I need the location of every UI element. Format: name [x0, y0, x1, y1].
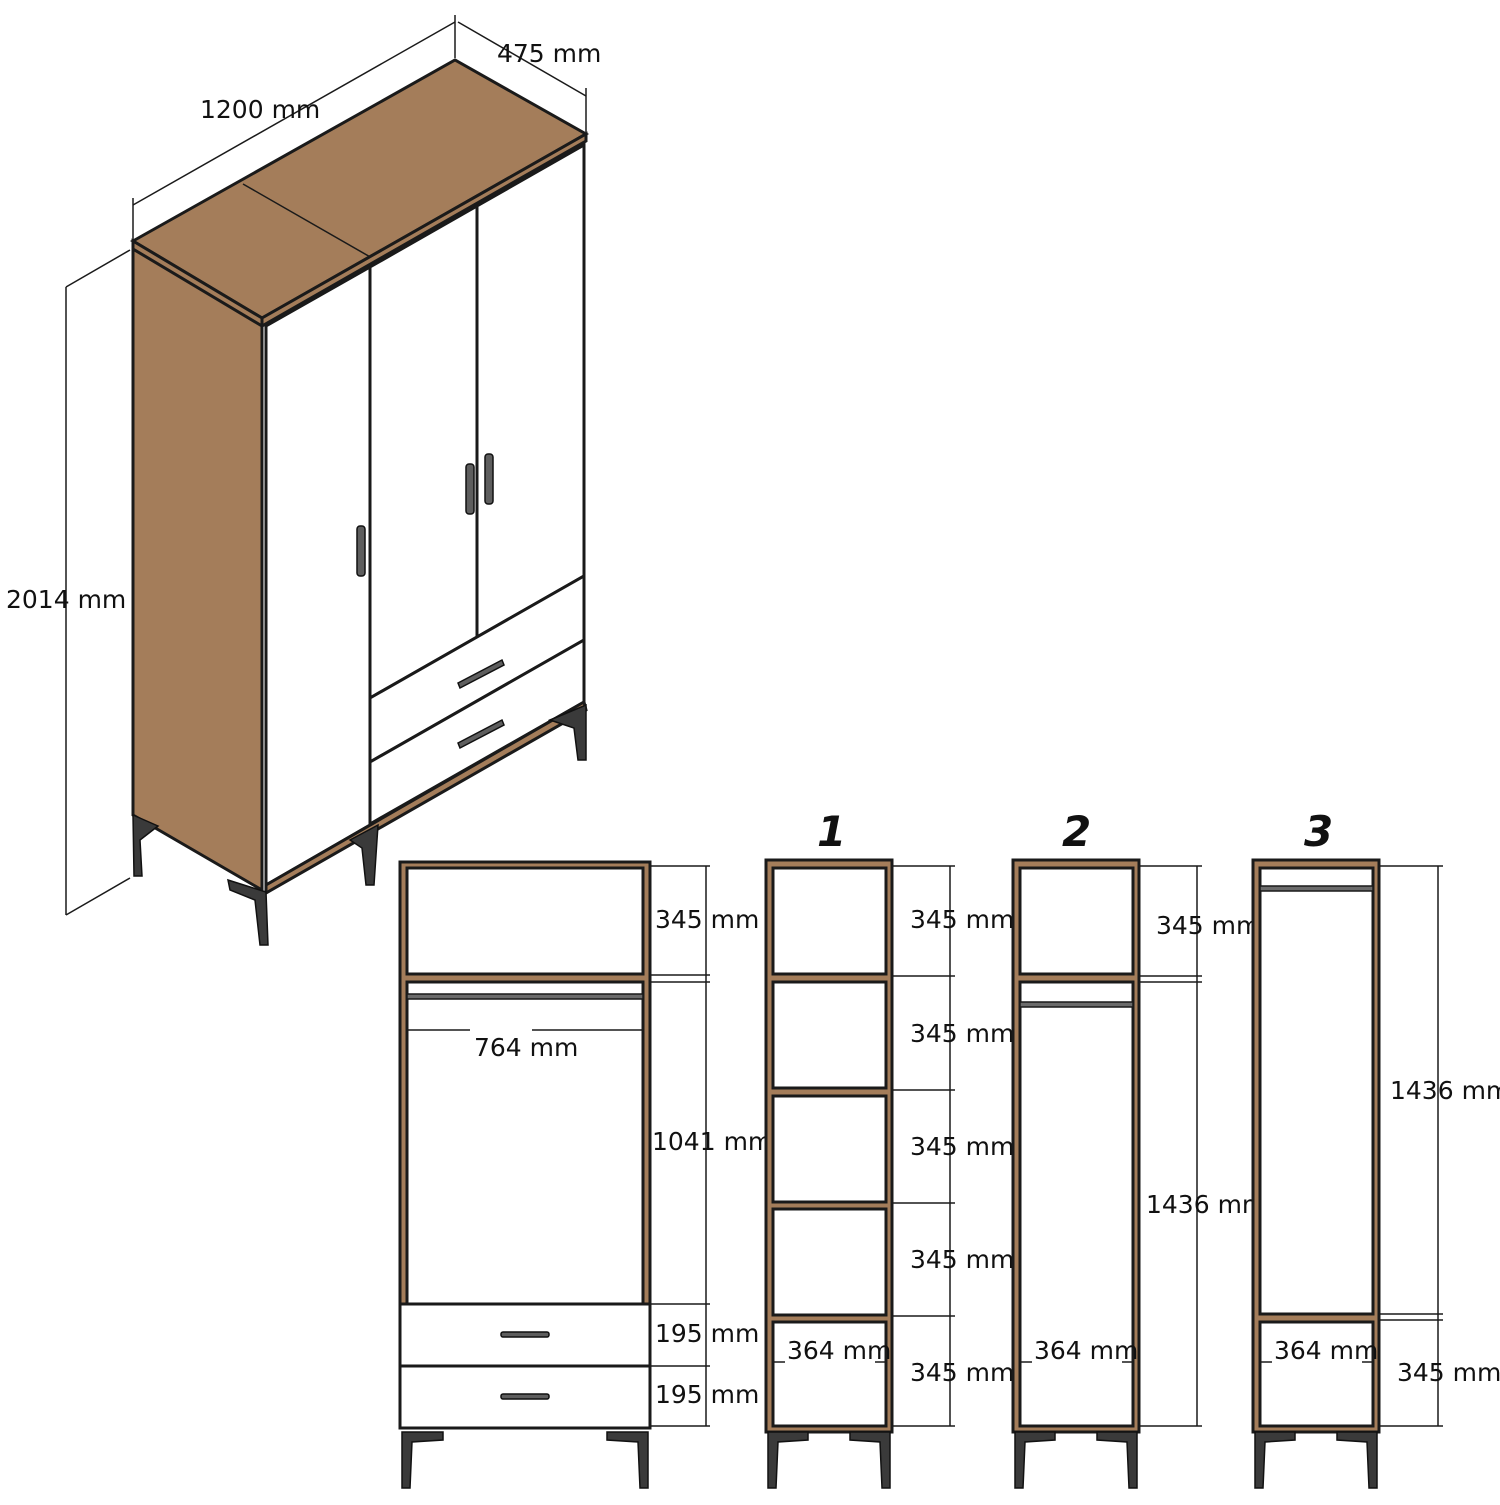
module-1-dim-1: 345 mm — [910, 905, 1014, 934]
front-lower-drawer-label: 195 mm — [655, 1380, 759, 1409]
front-hanging-label: 1041 mm — [652, 1127, 772, 1156]
module-1-dim-5: 345 mm — [910, 1358, 1014, 1387]
isometric-wardrobe — [130, 58, 590, 946]
module-3: 3 1436 mm 345 mm 364 mm — [1251, 807, 1500, 1489]
module-3-dim-1: 1436 mm — [1390, 1076, 1500, 1105]
front-rail-width-label: 764 mm — [474, 1033, 578, 1062]
module-2-number: 2 — [1062, 807, 1091, 856]
module-1-dim-4: 345 mm — [910, 1245, 1014, 1274]
module-2-dim-2: 1436 mm — [1146, 1190, 1266, 1219]
side-panel — [131, 245, 264, 893]
module-3-dim-2: 345 mm — [1397, 1358, 1500, 1387]
right-door-handle — [484, 453, 494, 505]
overall-height-label: 2014 mm — [6, 585, 126, 614]
middle-door-handle — [465, 463, 475, 515]
module-3-inner-width: 364 mm — [1274, 1336, 1378, 1365]
leg-front-left — [227, 878, 269, 946]
module-1-dim-3: 345 mm — [910, 1132, 1014, 1161]
middle-door — [368, 203, 479, 701]
front-elevation: 345 mm 764 mm 1041 mm 195 mm 195 mm — [398, 860, 772, 1489]
left-door — [264, 264, 372, 888]
right-door — [475, 142, 586, 640]
leg-front-right — [547, 703, 587, 761]
module-2: 2 345 mm 1436 mm 364 mm — [1011, 807, 1266, 1489]
module-3-number: 3 — [1304, 807, 1333, 856]
upper-drawer-handle — [457, 658, 505, 690]
module-2-dim-1: 345 mm — [1156, 911, 1260, 940]
front-top-compartment-label: 345 mm — [655, 905, 759, 934]
front-upper-drawer-label: 195 mm — [655, 1319, 759, 1348]
overall-dimensions: 1200 mm 475 mm 2014 mm — [6, 15, 601, 916]
leg-front-mid — [348, 823, 379, 886]
overall-width-label: 1200 mm — [200, 95, 320, 124]
module-1-inner-width: 364 mm — [787, 1336, 891, 1365]
module-1-number: 1 — [817, 807, 846, 856]
module-1-dim-2: 345 mm — [910, 1019, 1014, 1048]
lower-drawer-handle — [457, 718, 505, 750]
leg-back-left — [132, 813, 160, 877]
module-2-inner-width: 364 mm — [1034, 1336, 1138, 1365]
hanging-rail — [406, 993, 644, 1000]
left-door-handle — [356, 525, 366, 577]
module-1: 1 345 mm 345 mm 345 mm 345 mm 345 mm 364… — [764, 807, 1014, 1489]
overall-depth-label: 475 mm — [497, 39, 601, 68]
top-side-edge — [131, 238, 264, 329]
